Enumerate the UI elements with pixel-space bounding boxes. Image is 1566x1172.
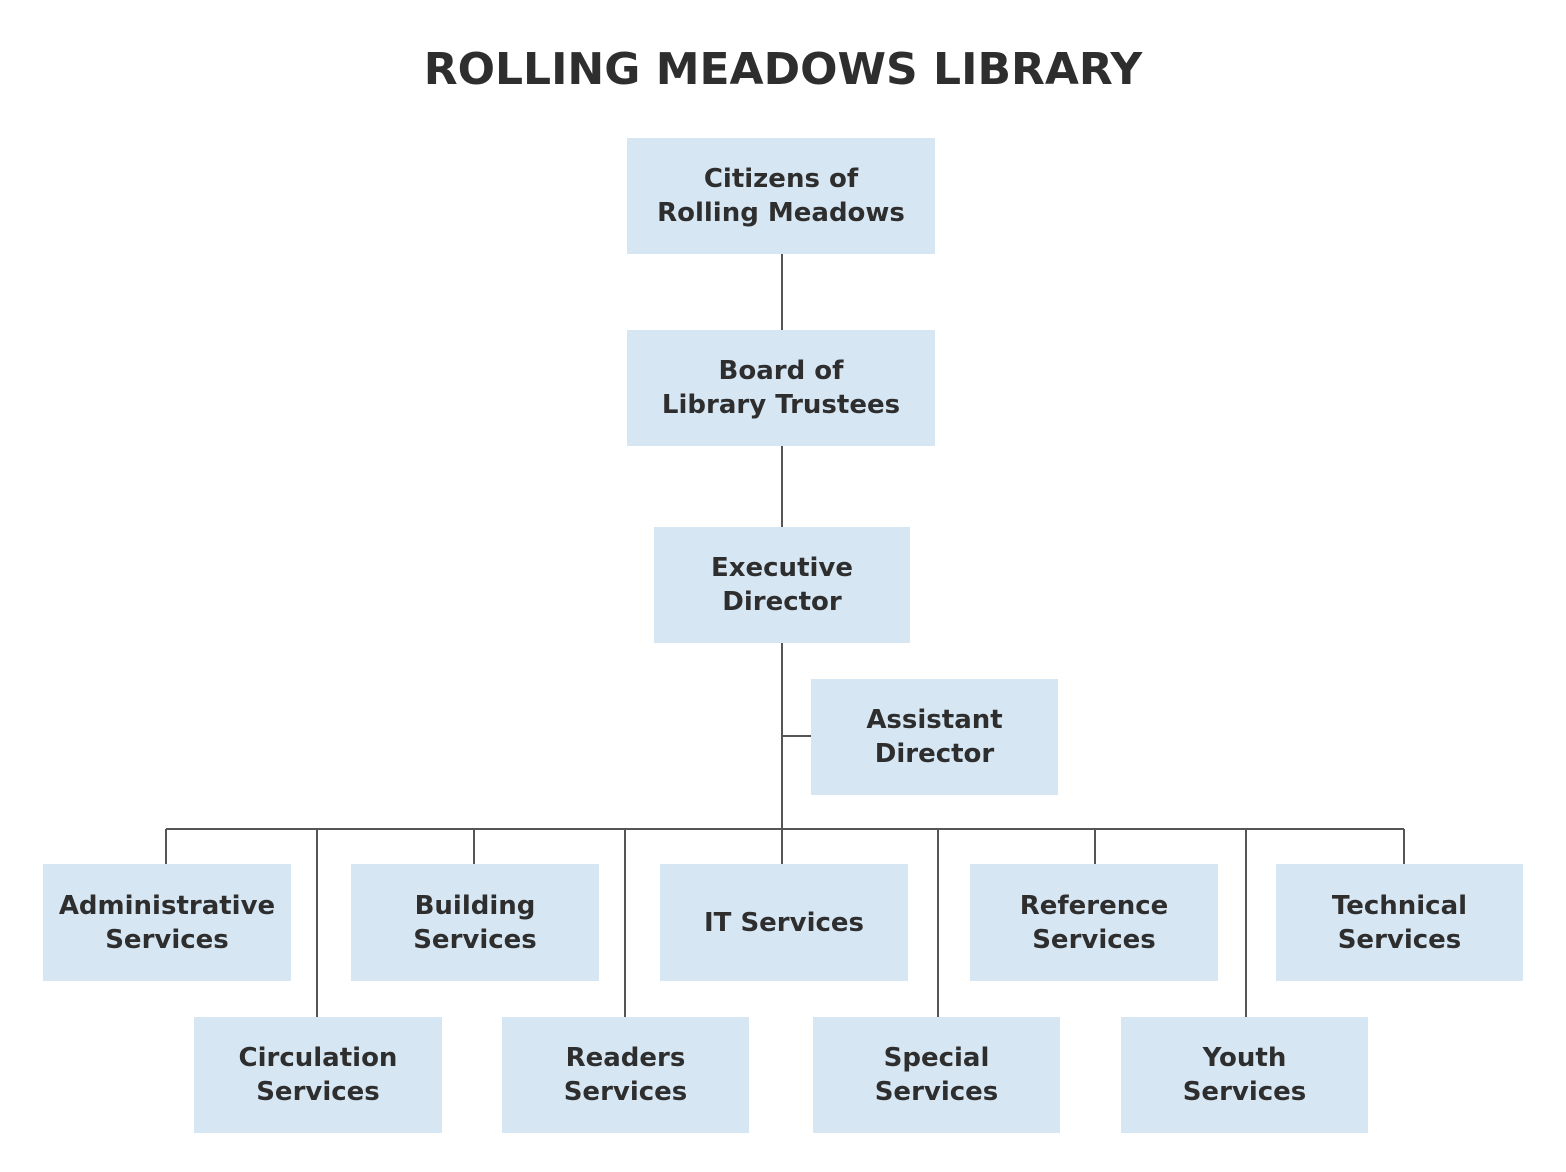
node-board-line-1: Board of — [718, 356, 844, 386]
node-youth-line-1: Youth — [1202, 1043, 1287, 1073]
node-special-services: Special Services — [813, 1017, 1060, 1133]
node-executive-line-2: Director — [722, 587, 842, 617]
node-citizens: Citizens of Rolling Meadows — [627, 138, 935, 254]
node-technical-services: Technical Services — [1276, 864, 1523, 981]
node-technical-line-2: Services — [1337, 924, 1462, 955]
node-executive-line-1: Executive — [710, 553, 853, 583]
node-youth-line-2: Services — [1182, 1077, 1307, 1107]
node-readers-line-2: Services — [563, 1077, 688, 1107]
node-executive-director: Executive Director — [654, 527, 910, 643]
node-citizens-line-2: Rolling Meadows — [657, 198, 905, 228]
node-it-services: IT Services — [660, 864, 908, 981]
node-reference-services: Reference Services — [970, 864, 1218, 981]
node-readers-services: Readers Services — [502, 1017, 749, 1133]
node-circulation-line-1: Circulation — [238, 1043, 398, 1073]
node-administrative-line-2: Services — [105, 924, 229, 955]
node-readers-line-1: Readers — [565, 1043, 686, 1073]
node-special-line-1: Special — [883, 1043, 990, 1073]
node-youth-services: Youth Services — [1121, 1017, 1368, 1133]
node-reference-line-1: Reference — [1019, 890, 1169, 921]
node-it-line-1: IT Services — [703, 907, 865, 938]
node-building-line-1: Building — [414, 890, 536, 921]
node-circulation-services: Circulation Services — [194, 1017, 442, 1133]
node-administrative-line-1: Administrative — [58, 890, 276, 921]
node-building-line-2: Services — [413, 924, 537, 955]
node-building-services: Building Services — [351, 864, 599, 981]
node-circulation-line-2: Services — [256, 1077, 380, 1107]
node-assistant-line-1: Assistant — [866, 705, 1003, 735]
node-board: Board of Library Trustees — [627, 330, 935, 446]
node-assistant-director: Assistant Director — [811, 679, 1058, 795]
chart-title: ROLLING MEADOWS LIBRARY — [423, 44, 1143, 95]
node-assistant-line-2: Director — [874, 739, 995, 769]
node-board-line-2: Library Trustees — [661, 390, 901, 420]
node-administrative-services: Administrative Services — [43, 864, 291, 981]
node-reference-line-2: Services — [1032, 924, 1156, 955]
node-technical-line-1: Technical — [1331, 890, 1468, 921]
node-citizens-line-1: Citizens of — [703, 164, 859, 194]
node-special-line-2: Services — [874, 1077, 999, 1107]
